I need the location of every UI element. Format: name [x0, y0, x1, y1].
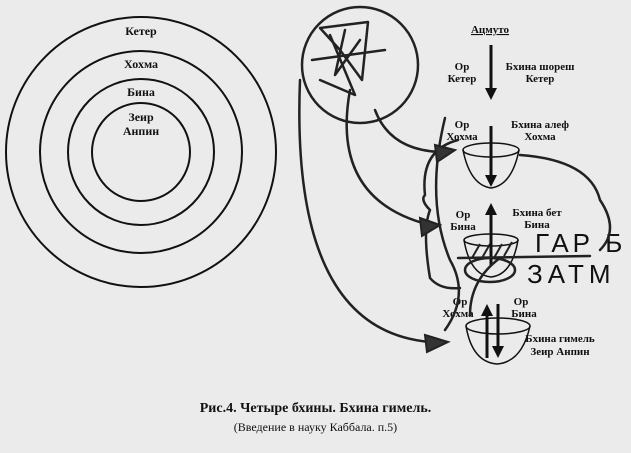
handwritten-garb: ГАР Б [535, 228, 626, 258]
circle-keter [5, 16, 277, 288]
label-bhina-alef: Бхина алеф [511, 119, 569, 131]
label-bhina-alef-hochma: Хохма [524, 131, 556, 143]
label-bhina-shoresh: Бхина шореш [506, 61, 575, 73]
handwritten-sketch [298, 5, 612, 354]
label-bhina-bet-bina: Бина [524, 219, 550, 231]
vessel-gimel [465, 304, 531, 365]
figure-caption-source: (Введение в науку Каббала. п.5) [233, 420, 398, 434]
label-or: Ор [456, 209, 471, 221]
label-bhina-shoresh-keter: Кетер [526, 73, 555, 85]
label-atzmuto: Ацмуто [471, 24, 510, 36]
label-or: Ор [453, 296, 468, 308]
figure-caption-title: Рис.4. Четыре бхины. Бхина гимель. [199, 401, 432, 416]
label-anpin: Анпин [123, 124, 159, 138]
label-keter: Кетер [125, 24, 157, 38]
label-bina-light: Бина [511, 308, 537, 320]
circle-bina [67, 78, 215, 226]
triangle-arrow-icon [418, 216, 443, 238]
label-or: Ор [514, 296, 529, 308]
label-bhina-gimel-zeir-anpin: Зеир Анпин [530, 346, 590, 358]
label-bhina-bet: Бхина бет [512, 207, 562, 219]
circle-hochma [39, 50, 243, 254]
triangle-arrow-icon [423, 333, 451, 354]
label-bhina-gimel: Бхина гимель [525, 333, 595, 345]
label-hochma-light: Хохма [442, 308, 474, 320]
label-zeir: Зеир [128, 110, 154, 124]
label-bina: Бина [127, 85, 155, 99]
vessel-alef [462, 126, 520, 189]
label-or: Ор [455, 61, 470, 73]
triangle-arrow-icon [433, 143, 458, 164]
handwritten-zatm: ЗАТМ [527, 259, 616, 289]
label-hochma: Хохма [124, 57, 158, 71]
arrow-down-icon [485, 88, 497, 100]
circle-zeir-anpin [91, 102, 191, 202]
label-or: Ор [455, 119, 470, 131]
label-keter-light: Кетер [448, 73, 477, 85]
concentric-circles [5, 16, 277, 288]
label-bina-light: Бина [450, 221, 476, 233]
